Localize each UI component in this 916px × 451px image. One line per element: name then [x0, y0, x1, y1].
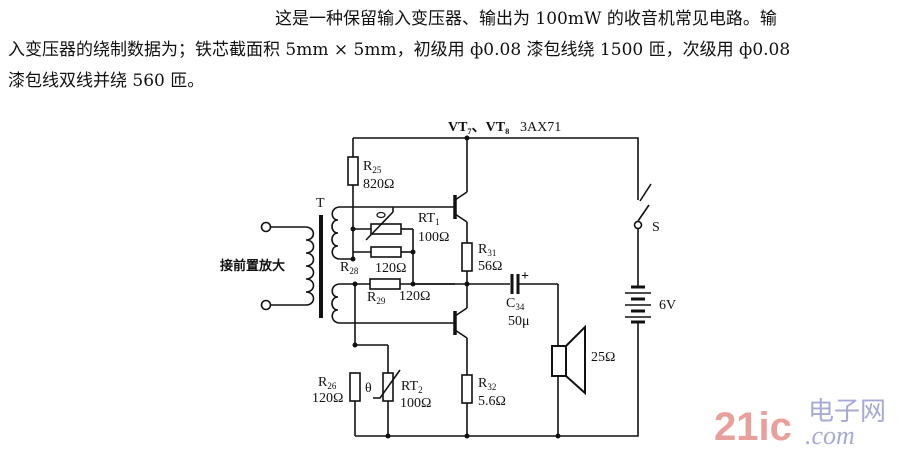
transistor-vt7	[453, 138, 468, 243]
secondary-winding-lower	[331, 283, 455, 324]
top-rail-wire	[352, 137, 639, 200]
r25-value: 820Ω	[363, 177, 394, 192]
transistor-model: 3AX71	[520, 120, 561, 135]
c34-label: C34	[506, 296, 525, 312]
bottom-rail-wire	[355, 322, 639, 437]
r31-label: R31	[478, 242, 496, 258]
resistor-r29	[369, 278, 401, 290]
resistor-r32	[461, 374, 473, 404]
watermark-logo: 21ic 电子网 .com	[714, 397, 886, 450]
switch-s[interactable]	[633, 183, 652, 287]
secondary-winding-upper	[331, 206, 455, 260]
r26-value: 120Ω	[312, 391, 343, 406]
primary-winding	[270, 226, 315, 306]
input-terminal-bottom[interactable]	[260, 299, 272, 311]
description-line-2: 入变压器的绕制数据为；铁芯截面积 5mm × 5mm，初级用 ф0.08 漆包线…	[8, 40, 791, 60]
r29-value: 120Ω	[399, 289, 430, 304]
rt2-theta: θ	[365, 381, 372, 396]
input-terminal-top[interactable]	[260, 221, 272, 233]
transformer-label: T	[316, 196, 325, 211]
r32-label: R32	[478, 376, 496, 392]
rt1-label: RT1	[418, 211, 440, 227]
description-line-1: 这是一种保留输入变压器、输出为 100mW 的收音机常见电路。输	[275, 9, 777, 29]
capacitor-c34	[510, 274, 559, 346]
transistor-vt8	[453, 284, 468, 375]
svg-text:.com: .com	[805, 421, 855, 450]
r26-label: R26	[318, 375, 337, 391]
rt2-label: RT2	[401, 379, 423, 395]
svg-text:21ic: 21ic	[714, 405, 792, 449]
resistor-r28	[370, 246, 402, 258]
resistor-r31	[461, 242, 473, 272]
battery-icon	[625, 285, 651, 324]
speaker-value: 25Ω	[591, 350, 615, 365]
r32-value: 5.6Ω	[478, 394, 506, 409]
resistor-r25	[347, 156, 359, 186]
r31-value: 56Ω	[478, 259, 502, 274]
r25-label: R25	[363, 159, 382, 175]
transistor-label: VT₇、VT₈	[448, 120, 509, 135]
battery-value: 6V	[659, 298, 676, 313]
rt1-value: 100Ω	[418, 230, 449, 245]
input-label: 接前置放大	[220, 258, 285, 274]
c34-polarity: +	[521, 269, 529, 284]
r28-label: R28	[340, 260, 359, 276]
speaker-icon	[551, 324, 586, 436]
resistor-r26	[349, 372, 361, 402]
rt2-value: 100Ω	[400, 396, 431, 411]
c34-value: 50μ	[508, 314, 530, 329]
r28-value: 120Ω	[375, 261, 406, 276]
r29-label: R29	[367, 290, 386, 306]
description-line-3: 漆包线双线并绕 560 匝。	[8, 71, 205, 91]
switch-label: S	[652, 220, 660, 235]
svg-text:电子网: 电子网	[808, 397, 886, 427]
